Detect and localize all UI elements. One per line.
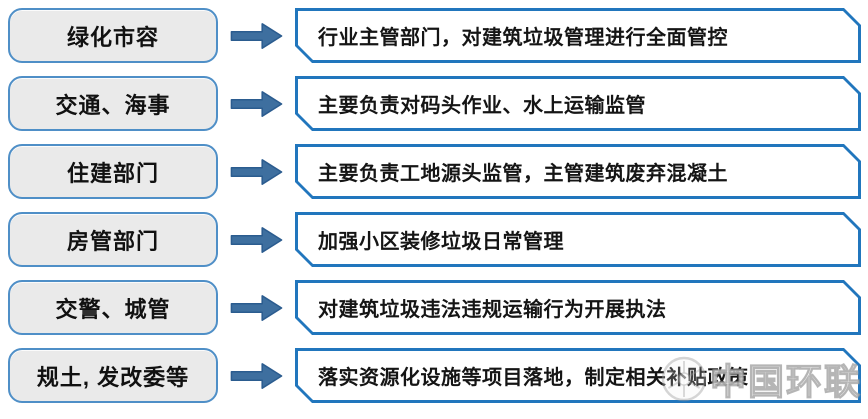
department-label: 绿化市容 — [66, 24, 159, 50]
responsibility-label: 加强小区装修垃圾日常管理 — [318, 231, 564, 253]
department-box: 房管部门 — [8, 212, 218, 267]
diagram-row: 住建部门 主要负责工地源头监管，主管建筑废弃混凝土 — [8, 144, 861, 199]
responsibility-box: 主要负责工地源头监管，主管建筑废弃混凝土 — [295, 144, 861, 199]
responsibility-box: 对建筑垃圾违法违规运输行为开展执法 — [295, 280, 861, 335]
responsibility-box: 落实资源化设施等项目落地，制定相关补贴政策 — [295, 348, 861, 403]
department-box: 住建部门 — [8, 144, 218, 199]
arrow-right-icon — [230, 226, 283, 253]
department-responsibility-diagram: 绿化市容 行业主管部门，对建筑垃圾管理进行全面管控 交通、海事 主要负责对码头作… — [8, 8, 861, 411]
department-label: 住建部门 — [66, 160, 159, 186]
responsibility-label: 行业主管部门，对建筑垃圾管理进行全面管控 — [318, 27, 728, 49]
department-box: 绿化市容 — [8, 8, 218, 63]
responsibility-box-inner: 落实资源化设施等项目落地，制定相关补贴政策 — [298, 351, 858, 400]
responsibility-label: 落实资源化设施等项目落地，制定相关补贴政策 — [318, 367, 749, 389]
responsibility-label: 对建筑垃圾违法违规运输行为开展执法 — [318, 299, 667, 321]
department-label: 交通、海事 — [55, 92, 171, 118]
responsibility-box: 行业主管部门，对建筑垃圾管理进行全面管控 — [295, 8, 861, 63]
diagram-row: 交警、城管 对建筑垃圾违法违规运输行为开展执法 — [8, 280, 861, 335]
arrow-right-icon — [230, 90, 283, 117]
responsibility-box-inner: 主要负责对码头作业、水上运输监管 — [298, 79, 858, 128]
arrow-right-icon — [230, 294, 283, 321]
responsibility-box-inner: 对建筑垃圾违法违规运输行为开展执法 — [298, 283, 858, 332]
responsibility-box: 加强小区装修垃圾日常管理 — [295, 212, 861, 267]
department-label: 房管部门 — [66, 228, 159, 254]
arrow-right-icon — [230, 22, 283, 49]
arrow-right-icon — [230, 362, 283, 389]
diagram-row: 规土, 发改委等 落实资源化设施等项目落地，制定相关补贴政策 — [8, 348, 861, 403]
department-box: 交警、城管 — [8, 280, 218, 335]
department-label: 交警、城管 — [55, 296, 171, 322]
department-box: 交通、海事 — [8, 76, 218, 131]
arrow-right-icon — [230, 158, 283, 185]
responsibility-box: 主要负责对码头作业、水上运输监管 — [295, 76, 861, 131]
responsibility-label: 主要负责工地源头监管，主管建筑废弃混凝土 — [318, 163, 728, 185]
responsibility-box-inner: 行业主管部门，对建筑垃圾管理进行全面管控 — [298, 11, 858, 60]
responsibility-label: 主要负责对码头作业、水上运输监管 — [318, 95, 646, 117]
responsibility-box-inner: 加强小区装修垃圾日常管理 — [298, 215, 858, 264]
diagram-row: 交通、海事 主要负责对码头作业、水上运输监管 — [8, 76, 861, 131]
department-label: 规土, 发改委等 — [36, 364, 190, 390]
diagram-row: 房管部门 加强小区装修垃圾日常管理 — [8, 212, 861, 267]
diagram-row: 绿化市容 行业主管部门，对建筑垃圾管理进行全面管控 — [8, 8, 861, 63]
responsibility-box-inner: 主要负责工地源头监管，主管建筑废弃混凝土 — [298, 147, 858, 196]
department-box: 规土, 发改委等 — [8, 348, 218, 403]
